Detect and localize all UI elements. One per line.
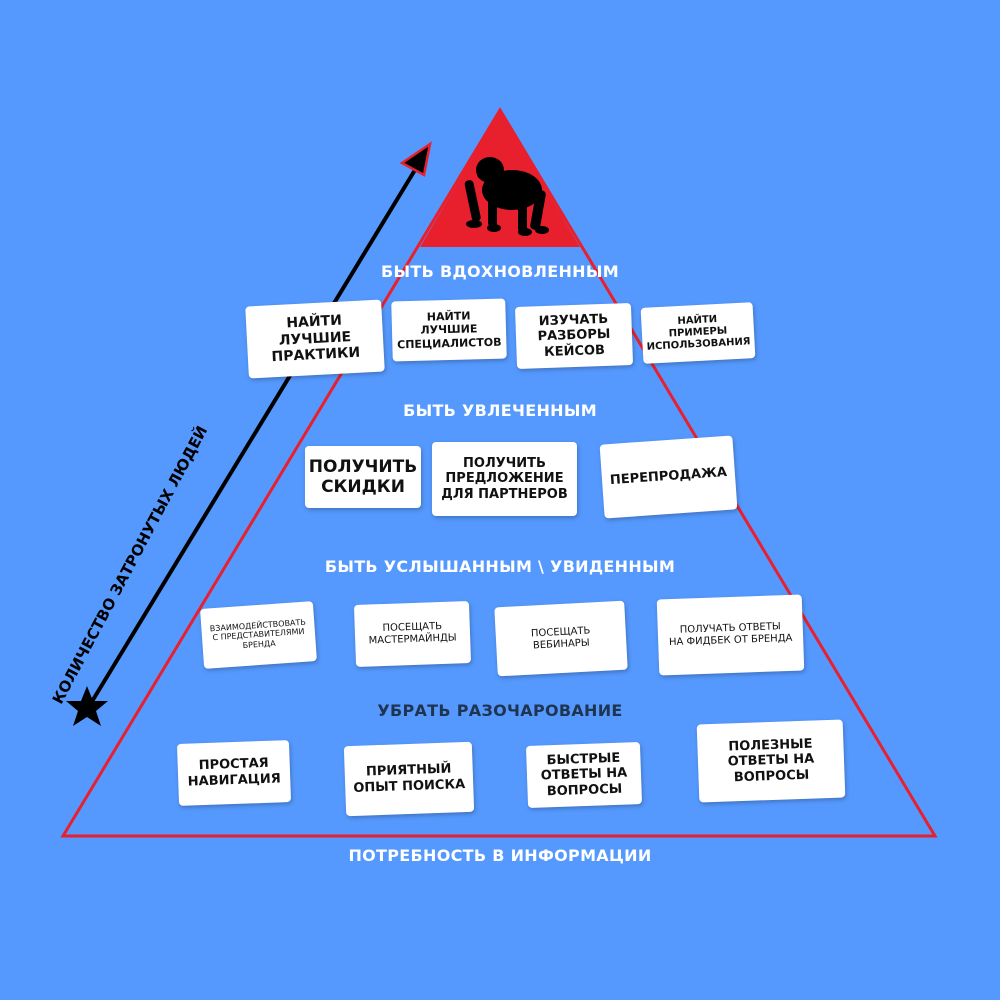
- axis-arrow-shaft: [86, 163, 420, 710]
- card-resale: ПЕРЕПРОДАЖА: [599, 435, 738, 519]
- card-interact-brand: ВЗАИМОДЕЙСТВОВАТЬ С ПРЕДСТАВИТЕЛЯМИ БРЕН…: [200, 601, 317, 669]
- star-icon: [66, 686, 108, 726]
- card-best-specialists: НАЙТИ ЛУЧШИЕ СПЕЦИАЛИСТОВ: [391, 298, 507, 362]
- card-webinars: ПОСЕЩАТЬ ВЕБИНАРЫ: [494, 600, 628, 677]
- card-pleasant-search: ПРИЯТНЫЙ ОПЫТ ПОИСКА: [343, 741, 475, 817]
- layer-title-disappointment: УБРАТЬ РАЗОЧАРОВАНИЕ: [377, 701, 623, 720]
- chimpanzee-silhouette-icon: [464, 157, 549, 236]
- arrowhead-icon: [399, 141, 432, 177]
- card-simple-navigation: ПРОСТАЯ НАВИГАЦИЯ: [176, 740, 292, 806]
- card-masterminds: ПОСЕЩАТЬ МАСТЕРМАЙНДЫ: [353, 601, 472, 667]
- card-quick-answers: БЫСТРЫЕ ОТВЕТЫ НА ВОПРОСЫ: [525, 742, 643, 808]
- card-useful-answers: ПОЛЕЗНЫЕ ОТВЕТЫ НА ВОПРОСЫ: [696, 719, 846, 803]
- layer-title-engaged: БЫТЬ УВЛЕЧЕННЫМ: [403, 401, 597, 420]
- card-partner-offer: ПОЛУЧИТЬ ПРЕДЛОЖЕНИЕ ДЛЯ ПАРТНЕРОВ: [432, 442, 577, 516]
- card-usage-examples: НАЙТИ ПРИМЕРЫ ИСПОЛЬЗОВАНИЯ: [640, 302, 756, 364]
- card-feedback-answers: ПОЛУЧАТЬ ОТВЕТЫ НА ФИДБЕК ОТ БРЕНДА: [656, 594, 805, 676]
- base-label: ПОТРЕБНОСТЬ В ИНФОРМАЦИИ: [348, 846, 652, 865]
- card-case-studies: ИЗУЧАТЬ РАЗБОРЫ КЕЙСОВ: [514, 302, 634, 370]
- layer-title-heard: БЫТЬ УСЛЫШАННЫМ \ УВИДЕННЫМ: [324, 557, 676, 576]
- card-discounts: ПОЛУЧИТЬ СКИДКИ: [305, 446, 421, 508]
- card-best-practices: НАЙТИ ЛУЧШИЕ ПРАКТИКИ: [245, 299, 385, 379]
- layer-title-inspired: БЫТЬ ВДОХНОВЛЕННЫМ: [381, 262, 619, 281]
